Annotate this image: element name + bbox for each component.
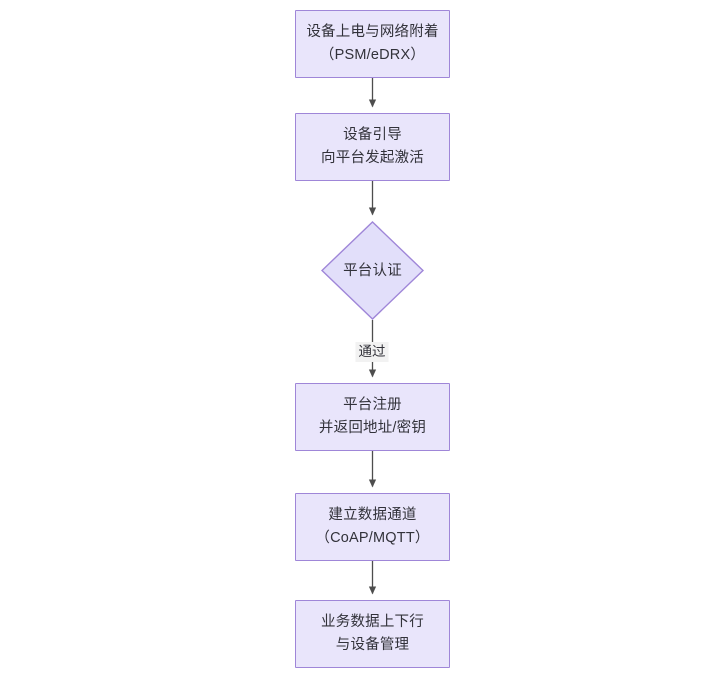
node-platform-registration[interactable]: 平台注册 并返回地址/密钥 bbox=[295, 383, 450, 451]
node-label: 设备上电与网络附着 （PSM/eDRX） bbox=[306, 24, 439, 63]
node-label: 建立数据通道 （CoAP/MQTT） bbox=[315, 507, 430, 546]
node-platform-authentication[interactable]: 平台认证 bbox=[321, 221, 424, 320]
node-device-bootstrap[interactable]: 设备引导 向平台发起激活 bbox=[295, 113, 450, 181]
diamond-shape bbox=[321, 221, 424, 320]
node-label: 平台认证 bbox=[343, 262, 402, 279]
edge-label-pass: 通过 bbox=[355, 342, 389, 362]
node-business-data-and-device-management[interactable]: 业务数据上下行 与设备管理 bbox=[295, 600, 450, 668]
node-establish-data-channel[interactable]: 建立数据通道 （CoAP/MQTT） bbox=[295, 493, 450, 561]
node-device-power-on[interactable]: 设备上电与网络附着 （PSM/eDRX） bbox=[295, 10, 450, 78]
node-label: 平台注册 并返回地址/密钥 bbox=[318, 397, 427, 436]
node-label: 设备引导 向平台发起激活 bbox=[321, 127, 424, 166]
node-label: 业务数据上下行 与设备管理 bbox=[321, 614, 424, 653]
edge-label-text: 通过 bbox=[358, 344, 386, 359]
